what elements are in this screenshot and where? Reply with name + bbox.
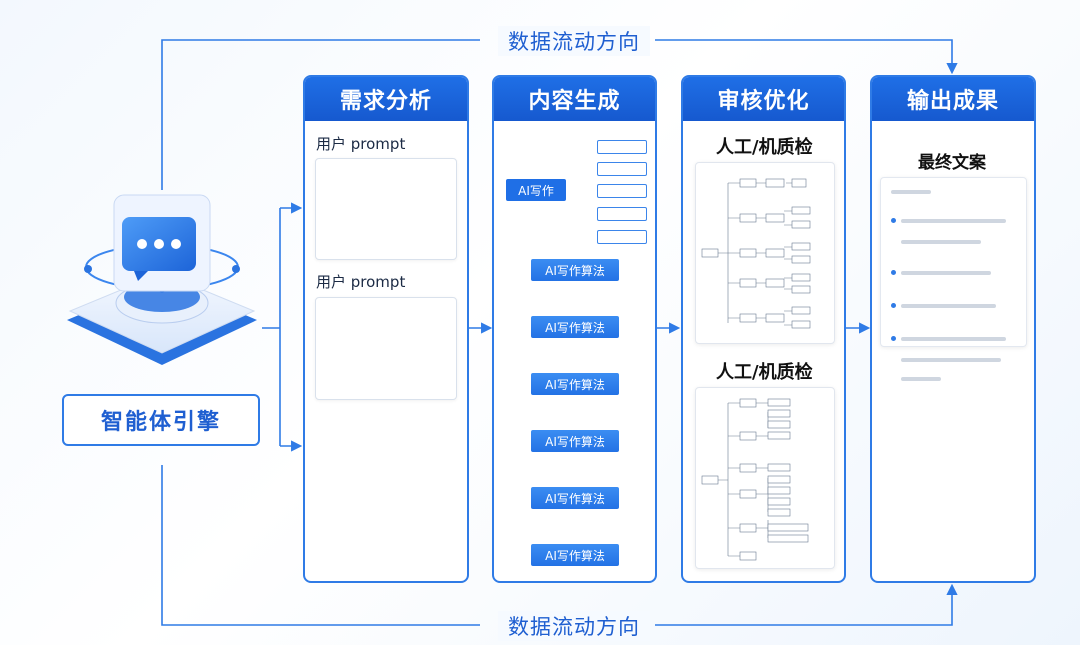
- final-copy-card: [880, 177, 1027, 381]
- generation-sub-node: [597, 184, 647, 198]
- ai-algorithm-node: AI写作算法: [531, 373, 619, 395]
- review-title: 人工/机质检: [716, 362, 813, 383]
- text-placeholder-line: [891, 190, 931, 194]
- engine-label: 智能体引擎: [62, 394, 260, 446]
- ai-algorithm-node: AI写作算法: [531, 316, 619, 338]
- prompt-label: 用户 prompt: [316, 135, 406, 153]
- ai-algorithm-node: AI写作算法: [531, 544, 619, 566]
- generation-sub-node: [597, 207, 647, 221]
- column-header: 审核优化: [683, 77, 844, 121]
- mindmap-thumbnail: [695, 162, 835, 344]
- prompt-input-box[interactable]: [315, 297, 457, 400]
- ai-write-node: AI写作: [506, 179, 566, 201]
- agent-engine-icon: [67, 194, 257, 365]
- ai-algorithm-node: AI写作算法: [531, 487, 619, 509]
- review-title: 人工/机质检: [716, 137, 813, 158]
- flow-direction-label-top: 数据流动方向: [498, 26, 650, 56]
- ai-algorithm-node: AI写作算法: [531, 259, 619, 281]
- prompt-input-box[interactable]: [315, 158, 457, 260]
- bullet-list: [891, 210, 1006, 385]
- generation-sub-node: [597, 162, 647, 176]
- mindmap-thumbnail: [695, 387, 835, 569]
- column-header: 需求分析: [305, 77, 467, 121]
- final-copy-title: 最终文案: [918, 153, 986, 173]
- column-header: 输出成果: [872, 77, 1034, 121]
- generation-sub-node: [597, 140, 647, 154]
- generation-sub-node: [597, 230, 647, 244]
- column-header: 内容生成: [494, 77, 655, 121]
- ai-algorithm-node: AI写作算法: [531, 430, 619, 452]
- prompt-label: 用户 prompt: [316, 273, 406, 291]
- flow-direction-label-bottom: 数据流动方向: [498, 611, 650, 641]
